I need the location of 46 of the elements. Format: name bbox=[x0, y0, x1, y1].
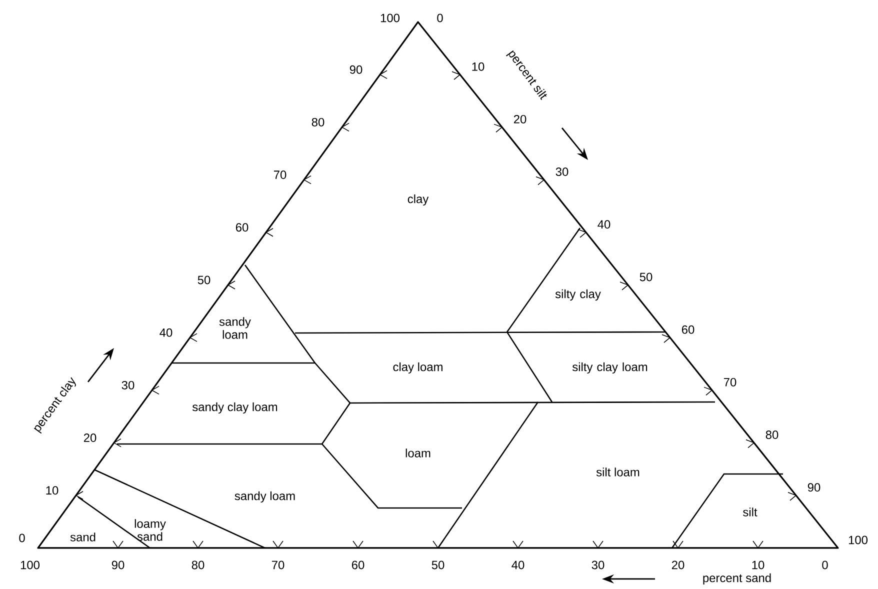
scale-number: 90 bbox=[112, 560, 124, 570]
scale-number: 20 bbox=[84, 434, 96, 442]
scale-number: 80 bbox=[766, 430, 778, 439]
scale-number: 0 bbox=[822, 560, 828, 570]
scale-number: 30 bbox=[592, 560, 604, 570]
region-label: sandy loam bbox=[234, 491, 295, 503]
scale-number: 80 bbox=[192, 560, 204, 570]
region-label: silt bbox=[743, 508, 758, 516]
region-label: sandy clay loam bbox=[192, 402, 278, 414]
scale-number: 0 bbox=[437, 14, 443, 22]
region-label: silty clay bbox=[555, 289, 601, 301]
region-label: sandy loam bbox=[219, 317, 251, 339]
scale-number: 0 bbox=[19, 534, 25, 542]
scale-number: 100 bbox=[380, 14, 400, 22]
scale-number: 90 bbox=[808, 483, 820, 492]
scale-number: 70 bbox=[724, 378, 736, 386]
scale-number: 80 bbox=[312, 118, 324, 126]
scale-number: 60 bbox=[236, 223, 248, 232]
region-label: sand bbox=[70, 532, 96, 542]
scale-number: 40 bbox=[160, 328, 172, 337]
axis-title: percent sand bbox=[703, 573, 771, 585]
region-label: clay loam bbox=[393, 362, 442, 374]
scale-number: 50 bbox=[640, 272, 652, 282]
region-label: loamy sand bbox=[134, 519, 166, 541]
scale-number: 30 bbox=[556, 168, 568, 176]
scale-number: 10 bbox=[752, 560, 764, 570]
scale-number: 10 bbox=[472, 62, 484, 71]
scale-number: 100 bbox=[848, 536, 868, 544]
scale-number: 70 bbox=[274, 170, 286, 180]
region-label: loam bbox=[406, 448, 430, 458]
scale-number: 40 bbox=[512, 560, 524, 570]
scale-number: 40 bbox=[598, 220, 610, 229]
scale-number: 20 bbox=[672, 560, 684, 570]
region-label: clay bbox=[408, 194, 429, 206]
scale-number: 100 bbox=[20, 560, 40, 570]
scale-number: 20 bbox=[514, 114, 526, 124]
region-label: silt loam bbox=[596, 468, 640, 476]
scale-number: 50 bbox=[432, 560, 444, 570]
scale-number: 10 bbox=[46, 486, 58, 495]
scale-number: 30 bbox=[122, 380, 134, 390]
scale-number: 60 bbox=[682, 325, 694, 334]
region-label: silty clay loam bbox=[572, 362, 648, 374]
scale-number: 60 bbox=[352, 560, 364, 570]
scale-number: 70 bbox=[272, 560, 284, 570]
scale-number: 90 bbox=[350, 65, 362, 74]
scale-number: 50 bbox=[198, 276, 210, 284]
